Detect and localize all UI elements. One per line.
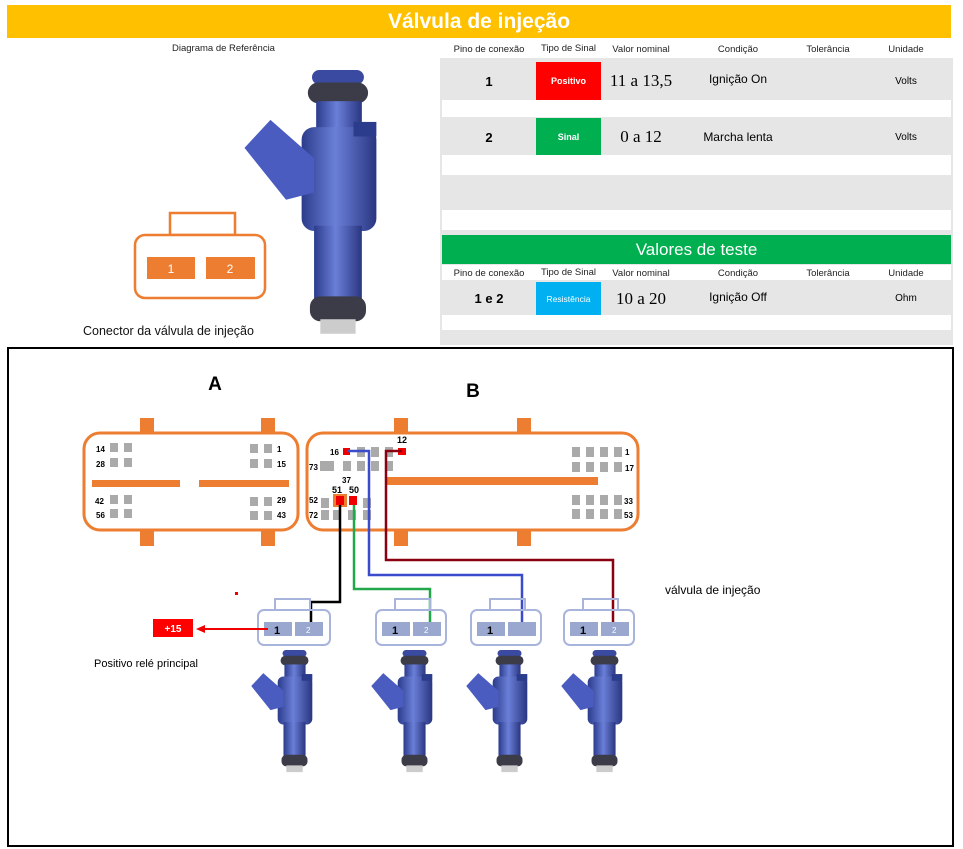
connector-body [133, 233, 267, 300]
wire-maroon [384, 449, 615, 628]
nominal-value: 11 a 13,5 [609, 71, 673, 90]
unit: Volts [895, 75, 917, 87]
pin-label: 2 [424, 626, 429, 635]
pin-label: 43 [277, 511, 286, 520]
reference-diagram: 1 2 Conector da válvula de injeção [7, 60, 440, 344]
reference-header: Diagrama de Referência [172, 43, 275, 54]
unit: Ohm [895, 293, 917, 304]
nominal-value: 10 a 20 [615, 288, 667, 308]
pin-label: 15 [277, 460, 286, 469]
col-tolerance: Tolerância [806, 44, 850, 55]
wiring-diagram [7, 347, 954, 847]
ecu-connector-b [305, 431, 640, 532]
signal-badge: Positivo [536, 62, 601, 100]
pin-label: 1 [625, 448, 630, 457]
connector-pin-1 [147, 257, 195, 279]
pin-number: 1 [485, 73, 493, 89]
wire-blue [347, 449, 524, 628]
connector-a-label: A [208, 374, 222, 395]
pin-number: 1 e 2 [474, 291, 504, 306]
test-values-title: Valores de teste [442, 235, 951, 264]
wire-black [309, 505, 342, 626]
pin-label: 1 [392, 625, 398, 637]
col-signal: Tipo de Sinal [540, 43, 597, 54]
pin-label: 37 [342, 476, 351, 485]
nominal-value: 0 a 12 [620, 127, 662, 146]
arrow-icon [196, 625, 205, 633]
pin-label: 51 [332, 485, 342, 495]
signal-badge: Sinal [536, 118, 601, 155]
connector-pin-2 [206, 257, 255, 279]
pin-label: 52 [309, 496, 318, 505]
pin-label: 2 [612, 626, 617, 635]
injector-image [371, 650, 433, 773]
relay-label: +15 [165, 624, 182, 635]
col-value: Valor nominal [612, 44, 670, 55]
unit: Volts [895, 131, 917, 143]
relay-badge [153, 619, 193, 637]
pin-label: 1 [168, 262, 175, 276]
pin-label: 14 [96, 445, 105, 454]
pin-label: 42 [95, 497, 104, 506]
pin-label: 1 [487, 625, 493, 637]
injector-image [466, 650, 528, 773]
pin-label: 12 [397, 435, 407, 445]
pin-label: 16 [330, 448, 339, 457]
col-value: Valor nominal [612, 268, 670, 279]
pin-label: 17 [625, 464, 634, 473]
col-unit: Unidade [888, 268, 924, 279]
condition: Ignição Off [709, 289, 767, 304]
pin-label: 2 [227, 262, 234, 276]
injector-image [251, 650, 313, 773]
pin-label: 72 [309, 511, 318, 520]
col-pin: Pino de conexão [453, 44, 525, 55]
condition: Ignição On [708, 72, 768, 86]
pin-label: 33 [624, 497, 633, 506]
col-condition: Condição [717, 268, 759, 279]
pin-label: 28 [96, 460, 105, 469]
col-signal: Tipo de Sinal [540, 267, 597, 278]
pin-label: 2 [306, 626, 311, 635]
pin-label: 1 [274, 625, 280, 637]
col-condition: Condição [717, 44, 759, 55]
connector-caption: Conector da válvula de injeção [83, 324, 254, 338]
relay-caption: Positivo relé principal [94, 658, 198, 670]
pin-label: 1 [580, 625, 586, 637]
col-tolerance: Tolerância [806, 268, 850, 279]
pin-label: 56 [96, 511, 105, 520]
pin-label: 53 [624, 511, 633, 520]
injector-connectors: 1 1 1 1 2 2 2 [257, 598, 635, 646]
ecu-connector-a [82, 431, 300, 532]
injector-caption: válvula de injeção [665, 583, 761, 597]
col-pin: Pino de conexão [442, 268, 536, 279]
injector-image [561, 650, 623, 773]
pin-label: 1 [277, 445, 282, 454]
col-unit: Unidade [888, 44, 924, 55]
condition: Marcha lenta [703, 130, 773, 144]
pin-number: 2 [485, 129, 493, 145]
pin-label: 50 [349, 485, 359, 495]
page-title: Válvula de injeção [7, 5, 951, 38]
connector-b-label: B [466, 381, 480, 402]
pin-label: 73 [309, 463, 318, 472]
signal-badge: Resistência [536, 282, 601, 315]
pin-label: 29 [277, 496, 286, 505]
